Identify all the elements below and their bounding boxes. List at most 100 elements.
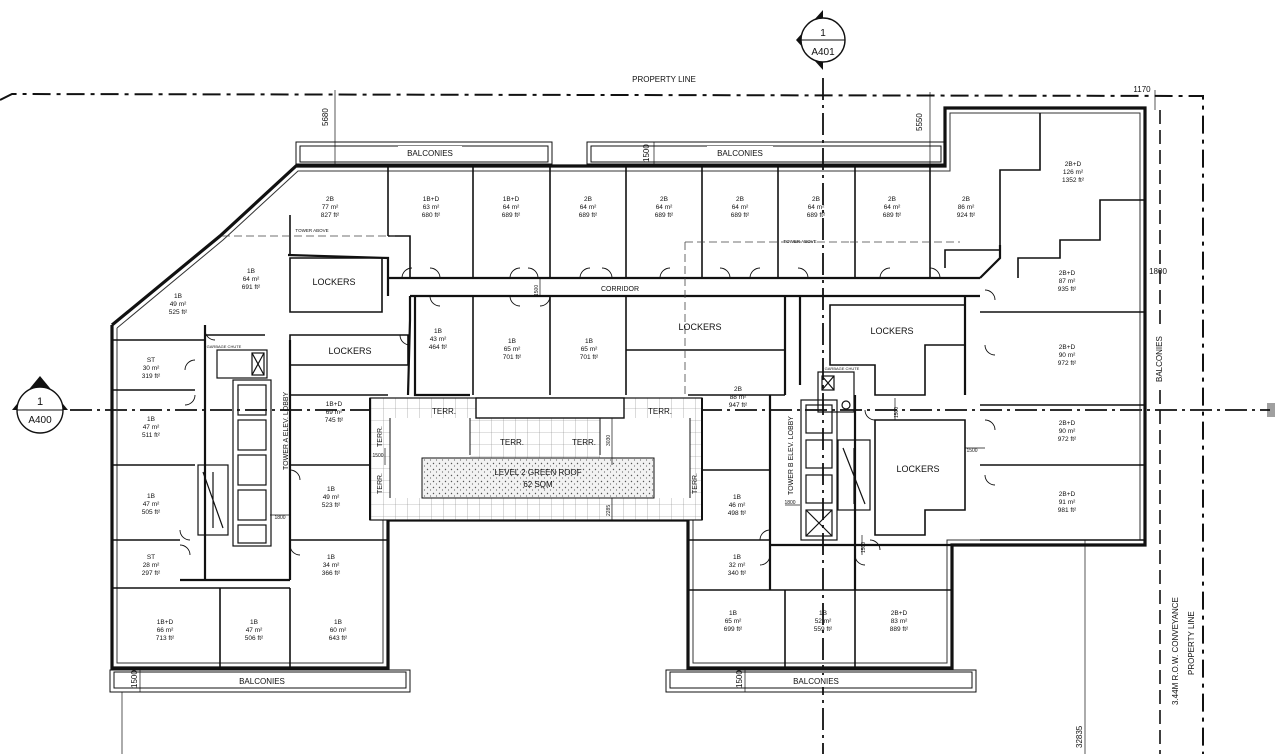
- svg-text:2B: 2B: [812, 196, 820, 203]
- svg-text:65 m²: 65 m²: [725, 618, 742, 625]
- svg-text:64 m²: 64 m²: [732, 204, 749, 211]
- lockers-label: LOCKERS: [896, 464, 939, 474]
- svg-text:2B: 2B: [736, 196, 744, 203]
- dimension-label: 5680: [321, 108, 330, 126]
- svg-text:64 m²: 64 m²: [580, 204, 597, 211]
- row-conveyance-label: 3.44M R.O.W. CONVEYANCE: [1171, 597, 1180, 705]
- dimension-label: 1500: [735, 670, 744, 688]
- svg-text:A400: A400: [28, 415, 52, 426]
- svg-text:505 ft²: 505 ft²: [142, 509, 161, 516]
- svg-text:64 m²: 64 m²: [243, 276, 260, 283]
- svg-text:1B: 1B: [147, 416, 155, 423]
- svg-text:701 ft²: 701 ft²: [580, 354, 599, 361]
- svg-text:1B: 1B: [729, 610, 737, 617]
- svg-text:90 m²: 90 m²: [1059, 352, 1076, 359]
- svg-text:319 ft²: 319 ft²: [142, 373, 161, 380]
- dimension-label: 2285: [606, 505, 612, 516]
- svg-text:87 m²: 87 m²: [1059, 278, 1076, 285]
- terrace-label: TERR.: [377, 473, 384, 494]
- exterior-walls-inner: [116, 112, 1141, 664]
- svg-text:924 ft²: 924 ft²: [957, 212, 976, 219]
- svg-text:47 m²: 47 m²: [143, 424, 160, 431]
- svg-text:889 ft²: 889 ft²: [890, 626, 909, 633]
- svg-text:69 m²: 69 m²: [326, 409, 343, 416]
- balconies-label: BALCONIES: [1155, 336, 1164, 382]
- svg-text:64 m²: 64 m²: [656, 204, 673, 211]
- svg-text:2B+D: 2B+D: [1059, 420, 1076, 427]
- svg-text:1B: 1B: [334, 619, 342, 626]
- svg-text:60 m²: 60 m²: [330, 627, 347, 634]
- terrace-label: TERR.: [648, 407, 672, 416]
- svg-text:1B: 1B: [247, 268, 255, 275]
- svg-text:46 m²: 46 m²: [729, 502, 746, 509]
- svg-text:745 ft²: 745 ft²: [325, 417, 344, 424]
- exterior-walls: [110, 106, 1147, 670]
- balconies-label: BALCONIES: [717, 149, 763, 158]
- terrace-label: TERR.: [500, 438, 524, 447]
- dimension-label: 1500: [894, 407, 900, 418]
- svg-text:2B+D: 2B+D: [1059, 344, 1076, 351]
- svg-text:689 ft²: 689 ft²: [883, 212, 902, 219]
- svg-text:A401: A401: [811, 47, 835, 58]
- terrace-label: TERR.: [377, 426, 384, 447]
- lockers-label: LOCKERS: [870, 326, 913, 336]
- svg-text:297 ft²: 297 ft²: [142, 570, 161, 577]
- svg-text:ST: ST: [147, 357, 155, 364]
- svg-text:65 m²: 65 m²: [504, 346, 521, 353]
- terrace-label: TERR.: [692, 473, 699, 494]
- svg-text:86 m²: 86 m²: [958, 204, 975, 211]
- svg-text:ST: ST: [147, 554, 155, 561]
- svg-text:1B: 1B: [327, 554, 335, 561]
- svg-text:1B+D: 1B+D: [503, 196, 520, 203]
- svg-text:91 m²: 91 m²: [1059, 499, 1076, 506]
- svg-text:701 ft²: 701 ft²: [503, 354, 522, 361]
- svg-text:43 m²: 43 m²: [430, 336, 447, 343]
- unit-partitions: [112, 113, 1145, 668]
- lockers-label: LOCKERS: [312, 277, 355, 287]
- svg-text:935 ft²: 935 ft²: [1058, 286, 1077, 293]
- svg-text:691 ft²: 691 ft²: [242, 284, 261, 291]
- svg-text:28 m²: 28 m²: [143, 562, 160, 569]
- balconies-label: BALCONIES: [793, 677, 839, 686]
- property-line-label: PROPERTY LINE: [632, 75, 696, 84]
- section-marker-left: 1 A400: [12, 376, 68, 434]
- svg-text:699 ft²: 699 ft²: [724, 626, 743, 633]
- svg-text:340 ft²: 340 ft²: [728, 570, 747, 577]
- svg-text:34 m²: 34 m²: [323, 562, 340, 569]
- dimension-label: 32835: [1075, 725, 1084, 748]
- svg-text:2B: 2B: [888, 196, 896, 203]
- svg-text:972 ft²: 972 ft²: [1058, 436, 1077, 443]
- balconies: [109, 141, 977, 693]
- svg-text:525 ft²: 525 ft²: [169, 309, 188, 316]
- svg-text:1B: 1B: [733, 494, 741, 501]
- svg-text:689 ft²: 689 ft²: [655, 212, 674, 219]
- svg-text:63 m²: 63 m²: [423, 204, 440, 211]
- svg-text:1B+D: 1B+D: [423, 196, 440, 203]
- terrace-area: [369, 397, 703, 521]
- svg-text:2B+D: 2B+D: [1059, 270, 1076, 277]
- dimension-label: 1800: [784, 500, 795, 506]
- svg-text:689 ft²: 689 ft²: [502, 212, 521, 219]
- svg-text:1B: 1B: [174, 293, 182, 300]
- svg-text:77 m²: 77 m²: [322, 204, 339, 211]
- svg-text:66 m²: 66 m²: [157, 627, 174, 634]
- garbage-chute-label: GARBAGE CHUTE: [207, 344, 242, 349]
- svg-text:88 m²: 88 m²: [730, 394, 747, 401]
